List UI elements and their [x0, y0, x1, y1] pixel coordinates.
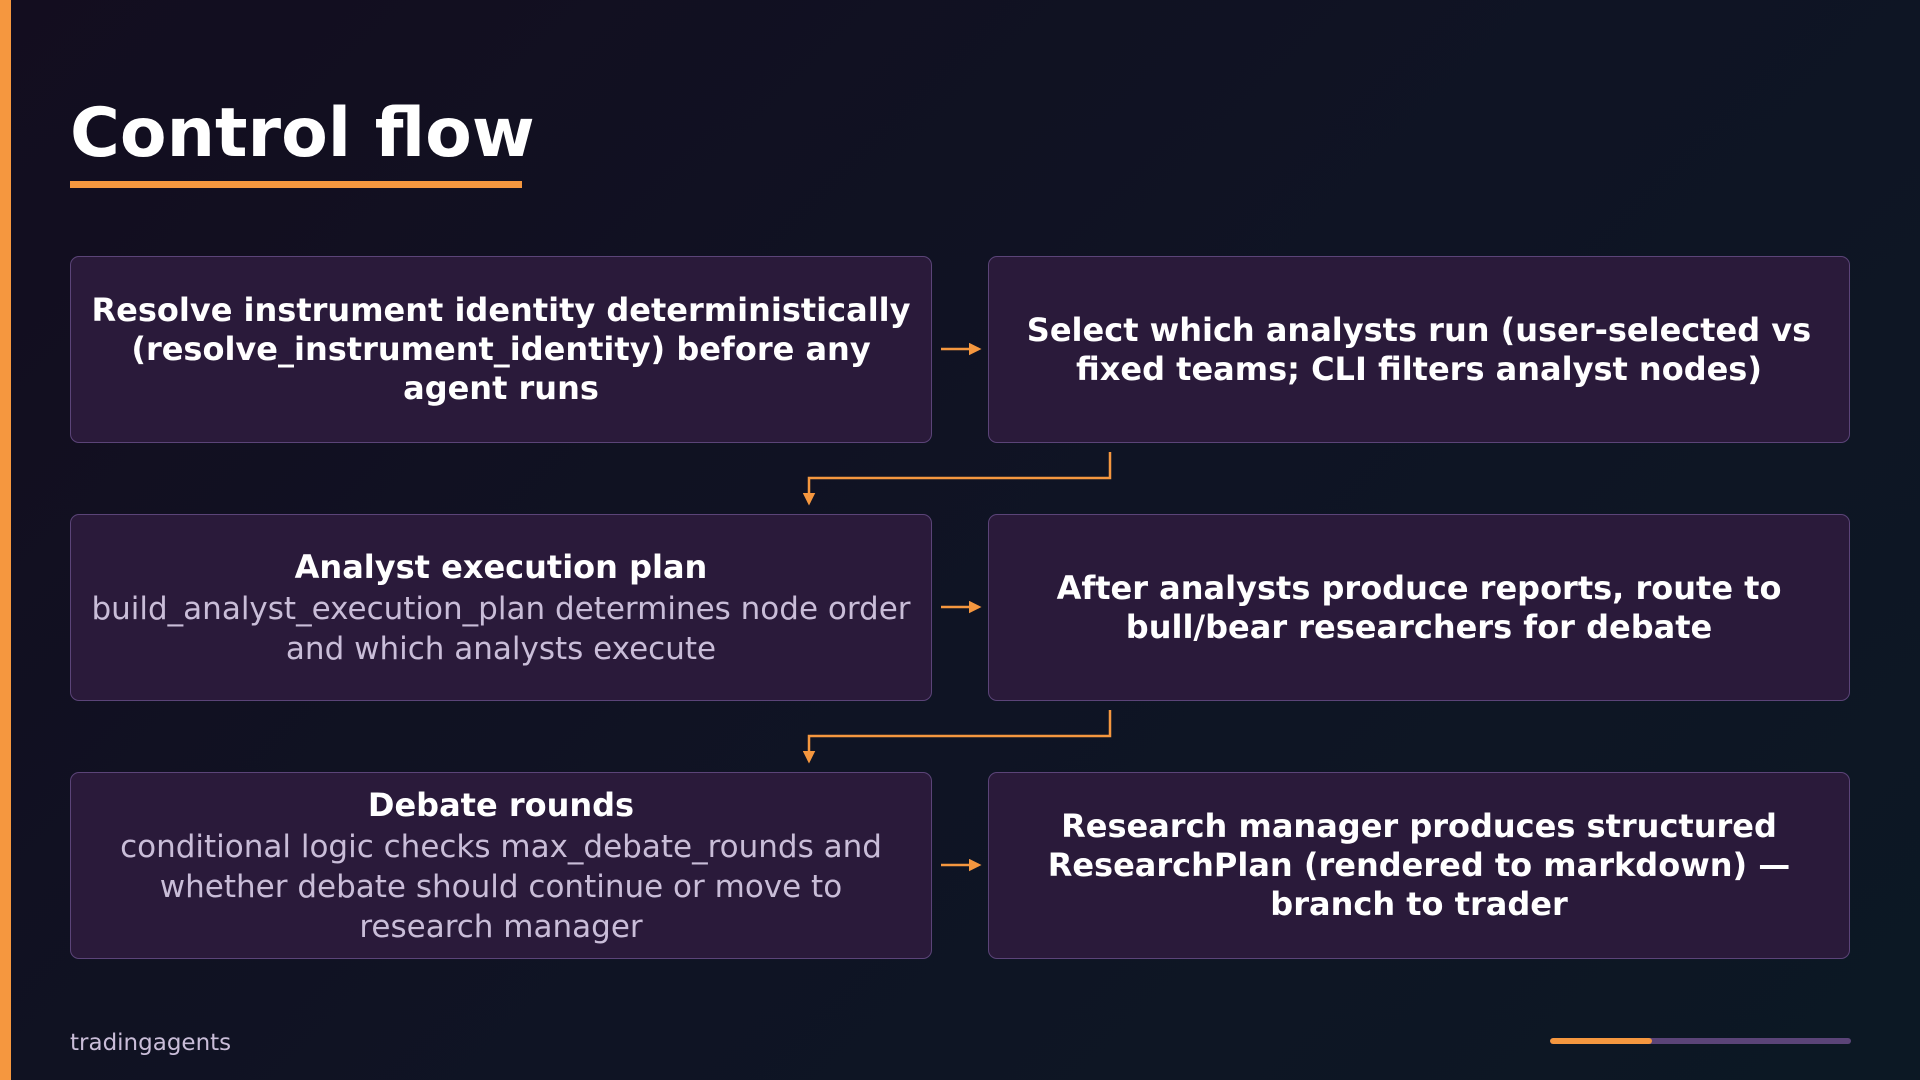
step-route-to-researchers: After analysts produce reports, route to… [988, 514, 1850, 701]
slide-progress-fill [1550, 1038, 1653, 1044]
step-title: Analyst execution plan [294, 547, 708, 586]
step-research-manager: Research manager produces structured Res… [988, 772, 1850, 959]
slide-progress-bar [1550, 1038, 1851, 1044]
step-text: Resolve instrument identity deterministi… [91, 291, 911, 407]
footer-brand: tradingagents [70, 1030, 232, 1056]
step-description: build_analyst_execution_plan determines … [91, 590, 911, 667]
step-title: Debate rounds [367, 785, 635, 824]
arrow-step2-to-step3 [802, 452, 1112, 506]
step-debate-rounds: Debate rounds conditional logic checks m… [70, 772, 932, 959]
arrow-step4-to-step5 [802, 710, 1112, 764]
step-resolve-identity: Resolve instrument identity deterministi… [70, 256, 932, 443]
slide-title: Control flow [70, 94, 535, 173]
step-text: After analysts produce reports, route to… [1056, 568, 1782, 646]
step-select-analysts: Select which analysts run (user-selected… [988, 256, 1850, 443]
step-analyst-execution-plan: Analyst execution plan build_analyst_exe… [70, 514, 932, 701]
step-description: conditional logic checks max_debate_roun… [120, 828, 882, 945]
left-accent-bar [0, 0, 11, 1080]
title-underline [70, 181, 522, 188]
step-text: Research manager produces structured Res… [1047, 807, 1791, 923]
step-text: Select which analysts run (user-selected… [1026, 310, 1812, 388]
